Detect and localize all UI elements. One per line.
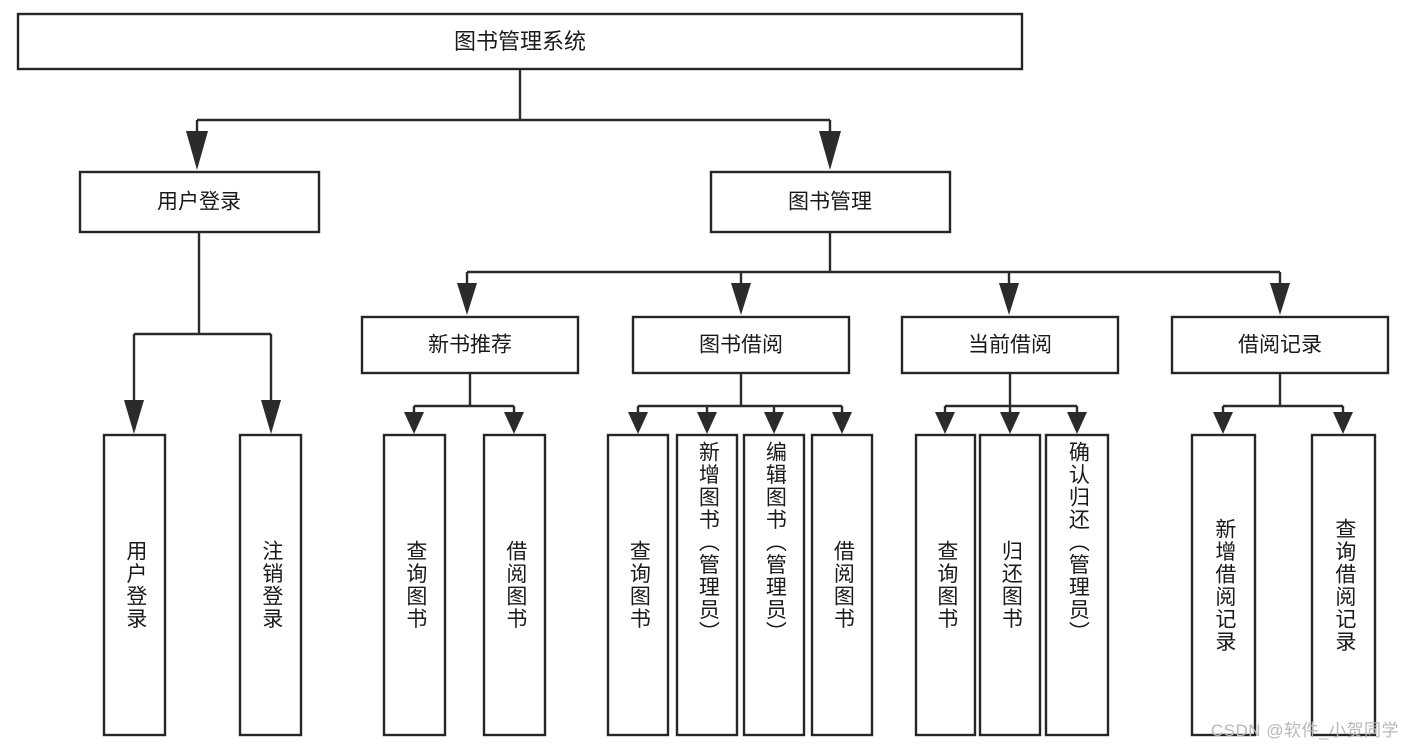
node-book-management-label: 图书管理	[788, 191, 872, 214]
node-new-book-recommend-box[interactable]	[360, 315, 580, 375]
node-book-management[interactable]: 图书管理	[709, 170, 952, 234]
leaf-box-query-book-3[interactable]	[914, 433, 977, 737]
node-borrow-record[interactable]: 借阅记录	[1170, 315, 1390, 375]
node-book-borrow[interactable]: 图书借阅	[631, 315, 851, 375]
node-new-book-recommend[interactable]: 新书推荐	[360, 315, 580, 375]
arrowhead-book-management	[819, 131, 841, 170]
leaf-box-return-book[interactable]	[978, 433, 1042, 737]
node-root-label: 图书管理系统	[454, 29, 586, 54]
arrowhead-leaf-borrow-book-1	[504, 412, 524, 434]
node-book-management-box[interactable]	[709, 170, 952, 234]
leaf-box-logout[interactable]	[238, 433, 303, 737]
node-new-book-recommend-label: 新书推荐	[428, 334, 512, 357]
arrowhead-leaf-query-book-2	[628, 412, 648, 434]
arrowhead-leaf-borrow-book-2	[832, 412, 852, 434]
arrowhead-leaf-add-record	[1213, 412, 1233, 434]
node-book-borrow-label: 图书借阅	[699, 334, 783, 357]
arrowhead-leaf-add-book	[697, 412, 717, 434]
node-user-login-label: 用户登录	[157, 191, 241, 214]
arrowhead-leaf-query-book-1	[404, 412, 424, 434]
arrowhead-new-book-recommend	[457, 283, 477, 315]
node-current-borrow-label: 当前借阅	[968, 334, 1052, 357]
leaf-box-user-login[interactable]	[102, 433, 167, 737]
leaf-box-edit-book[interactable]	[742, 433, 806, 737]
node-book-borrow-box[interactable]	[631, 315, 851, 375]
node-root-box[interactable]	[16, 12, 1024, 71]
leaf-box-borrow-book-1[interactable]	[482, 433, 547, 737]
arrowhead-leaf-return-book	[1000, 412, 1020, 434]
arrowhead-leaf-confirm-return	[1067, 412, 1087, 434]
node-borrow-record-box[interactable]	[1170, 315, 1390, 375]
arrowhead-leaf-edit-book	[764, 412, 784, 434]
arrowhead-book-borrow	[731, 283, 751, 315]
arrowhead-leaf-logout	[261, 400, 281, 434]
arrowhead-user-login	[186, 131, 208, 170]
arrowhead-current-borrow	[999, 283, 1019, 315]
leaf-box-confirm-return[interactable]	[1044, 433, 1110, 737]
arrowhead-borrow-record	[1270, 283, 1290, 315]
arrowhead-leaf-user-login	[124, 400, 144, 434]
leaf-box-borrow-book-2[interactable]	[810, 433, 874, 737]
arrowhead-leaf-query-record	[1333, 412, 1353, 434]
watermark: CSDN @软件_小贺同学	[1210, 721, 1399, 740]
arrowhead-leaf-query-book-3	[935, 412, 955, 434]
leaf-box-query-book-1[interactable]	[382, 433, 447, 737]
leaf-box-add-record[interactable]	[1190, 433, 1257, 737]
leaf-box-query-book-2[interactable]	[606, 433, 670, 737]
leaf-box-add-book[interactable]	[675, 433, 739, 737]
node-current-borrow-box[interactable]	[900, 315, 1120, 375]
leaf-box-query-record[interactable]	[1310, 433, 1377, 737]
node-user-login[interactable]: 用户登录	[78, 170, 321, 234]
node-current-borrow[interactable]: 当前借阅	[900, 315, 1120, 375]
node-borrow-record-label: 借阅记录	[1238, 334, 1322, 357]
node-root[interactable]: 图书管理系统	[16, 12, 1024, 71]
